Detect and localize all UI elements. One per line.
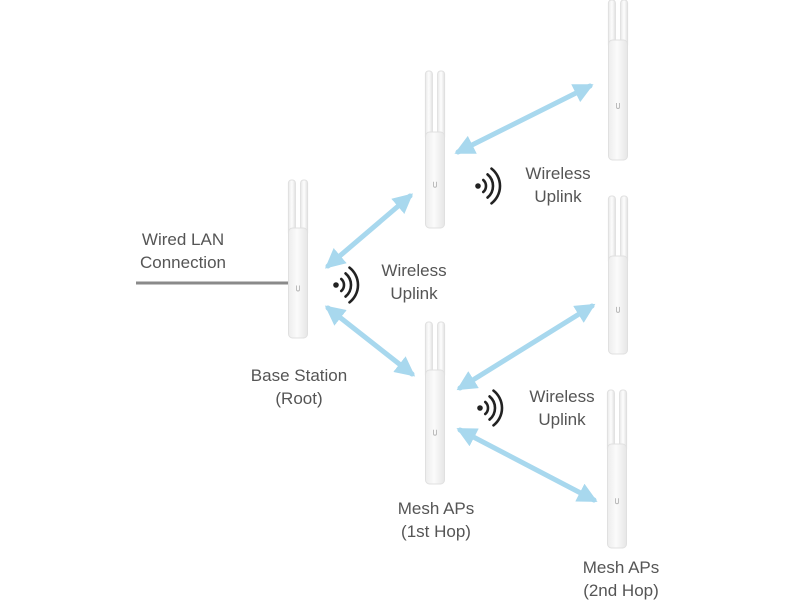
wireless-signal-icon-top bbox=[475, 167, 502, 205]
mesh-aps-1st-hop-label: Mesh APs (1st Hop) bbox=[397, 499, 475, 541]
base-station-label: Base Station (Root) bbox=[250, 366, 348, 408]
wireless-signal-icon-base bbox=[333, 266, 360, 304]
wireless-uplink-label-top: Wireless Uplink bbox=[525, 164, 591, 206]
link-mesh1-top-to-mesh2-1 bbox=[454, 83, 594, 155]
ap-logo-icon bbox=[616, 103, 620, 109]
wireless-uplink-label-bottom: Wireless Uplink bbox=[529, 387, 595, 429]
mesh-ap-2nd-hop-2 bbox=[607, 195, 629, 355]
ap-logo-icon bbox=[296, 285, 300, 292]
mesh-ap-1st-hop-top bbox=[424, 70, 446, 229]
wireless-uplink-label-base: Wireless Uplink bbox=[381, 261, 447, 303]
wireless-signal-icon-bottom bbox=[477, 389, 504, 427]
wired-lan-label: Wired LAN Connection bbox=[139, 230, 226, 272]
mesh-aps-2nd-hop-label: Mesh APs (2nd Hop) bbox=[582, 558, 660, 600]
link-base-to-mesh1-bottom bbox=[324, 305, 416, 377]
ap-logo-icon bbox=[616, 306, 620, 313]
base-station-device bbox=[287, 179, 309, 339]
mesh-ap-1st-hop-bottom bbox=[424, 321, 446, 485]
ap-logo-icon bbox=[433, 429, 437, 436]
link-mesh1-bot-to-mesh2-2 bbox=[456, 303, 596, 391]
link-mesh1-bot-to-mesh2-3 bbox=[456, 427, 598, 503]
mesh-ap-2nd-hop-1 bbox=[607, 0, 629, 161]
ap-logo-icon bbox=[615, 498, 619, 505]
mesh-ap-2nd-hop-3 bbox=[606, 389, 628, 549]
link-base-to-mesh1-top bbox=[324, 193, 414, 269]
ap-logo-icon bbox=[433, 181, 437, 188]
